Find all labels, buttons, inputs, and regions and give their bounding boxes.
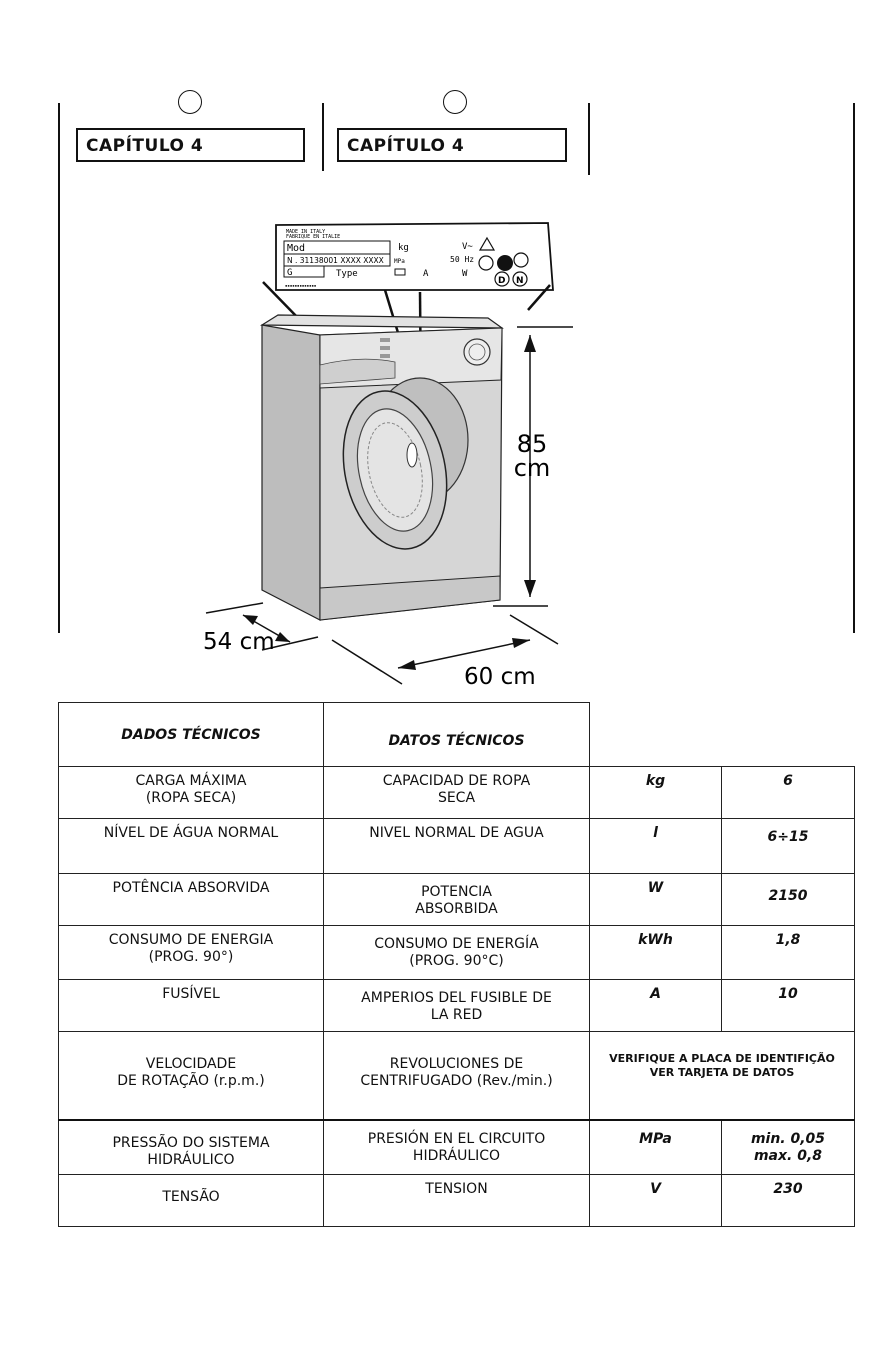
plate-a: A (423, 269, 429, 279)
chapter-title: CAPÍTULO 4 (76, 128, 305, 162)
cell-es: CONSUMO DE ENERGÍA(PROG. 90°C) (323, 925, 590, 980)
cell-pt: CONSUMO DE ENERGIA(PROG. 90°) (58, 925, 324, 980)
cell-value: 1,8 (721, 925, 855, 980)
width-dimension: 60 cm (464, 664, 536, 690)
cell-es: NIVEL NORMAL DE AGUA (323, 818, 590, 874)
cell-pt: TENSÃO (58, 1174, 324, 1227)
header-es: DATOS TÉCNICOS (323, 702, 590, 767)
table-row: TENSÃO TENSION V 230 (58, 1174, 855, 1227)
cell-value: 2150 (721, 873, 855, 926)
cell-value: 10 (721, 979, 855, 1032)
plate-hz: 50 Hz (450, 255, 474, 264)
plate-made-in: MADE IN ITALY (286, 229, 325, 235)
column-divider-left (58, 103, 60, 633)
table-row: NÍVEL DE ÁGUA NORMAL NIVEL NORMAL DE AGU… (58, 818, 855, 874)
header-blank (589, 702, 855, 767)
cell-unit: A (589, 979, 722, 1032)
plate-g: G (287, 268, 292, 278)
cell-unit: V (589, 1174, 722, 1227)
plate-type: Type (336, 269, 358, 279)
washing-machine-dimensions-figure: MADE IN ITALY FABRIQUE EN ITALIE Mod N .… (203, 222, 573, 690)
depth-dimension: 54 cm (203, 629, 275, 655)
plate-n: N (516, 276, 524, 286)
plate-fabrique: FABRIQUE EN ITALIE (286, 234, 340, 240)
technical-data-table: DADOS TÉCNICOS DATOS TÉCNICOS CARGA MÁXI… (58, 702, 855, 1227)
cell-value: 6 (721, 766, 855, 819)
cell-pt: CARGA MÁXIMA(ROPA SECA) (58, 766, 324, 819)
column-divider-1 (322, 103, 324, 171)
cell-unit: l (589, 818, 722, 874)
height-dimension-value: 85 (517, 430, 548, 458)
ce-mark-icon (497, 255, 513, 271)
cell-pt: NÍVEL DE ÁGUA NORMAL (58, 818, 324, 874)
chapter-title: CAPÍTULO 4 (337, 128, 567, 162)
plate-mpa: MPa (394, 258, 405, 265)
cell-es: TENSION (323, 1174, 590, 1227)
cert-mark-icon (513, 252, 529, 268)
cell-unit: MPa (589, 1119, 722, 1175)
column-divider-right (853, 103, 855, 633)
cell-unit: kg (589, 766, 722, 819)
svg-text:▪▪▪▪▪▪▪▪▪▪▪▪▪: ▪▪▪▪▪▪▪▪▪▪▪▪▪ (285, 283, 316, 288)
plate-w: W (462, 269, 468, 279)
plate-v: V~ (462, 242, 473, 252)
cell-value: 230 (721, 1174, 855, 1227)
plate-serial: N . 31138001 XXXX XXXX (287, 256, 384, 265)
plate-mod: Mod (287, 243, 305, 254)
plate-kg: kg (398, 243, 409, 253)
height-dimension-unit: cm (514, 454, 551, 482)
warning-icon (478, 236, 496, 251)
cell-value: 6÷15 (721, 818, 855, 874)
column-divider-2 (588, 103, 590, 175)
cert-mark-icon (478, 255, 494, 271)
table-header-row: DADOS TÉCNICOS DATOS TÉCNICOS (58, 702, 855, 767)
cell-pt: FUSÍVEL (58, 979, 324, 1032)
language-circle-icon (178, 90, 202, 114)
cell-pt: POTÊNCIA ABSORVIDA (58, 873, 324, 926)
plate-d: D (498, 276, 505, 286)
n-mark-icon (512, 271, 528, 287)
rating-plate: MADE IN ITALY FABRIQUE EN ITALIE Mod N .… (275, 222, 554, 291)
washing-machine (259, 314, 504, 621)
d-mark-icon (494, 271, 510, 287)
cell-unit: kWh (589, 925, 722, 980)
header-pt: DADOS TÉCNICOS (58, 702, 324, 767)
table-row: CONSUMO DE ENERGIA(PROG. 90°) CONSUMO DE… (58, 925, 855, 980)
language-circle-icon (443, 90, 467, 114)
table-row: CARGA MÁXIMA(ROPA SECA) CAPACIDAD DE ROP… (58, 766, 855, 819)
cell-unit: W (589, 873, 722, 926)
